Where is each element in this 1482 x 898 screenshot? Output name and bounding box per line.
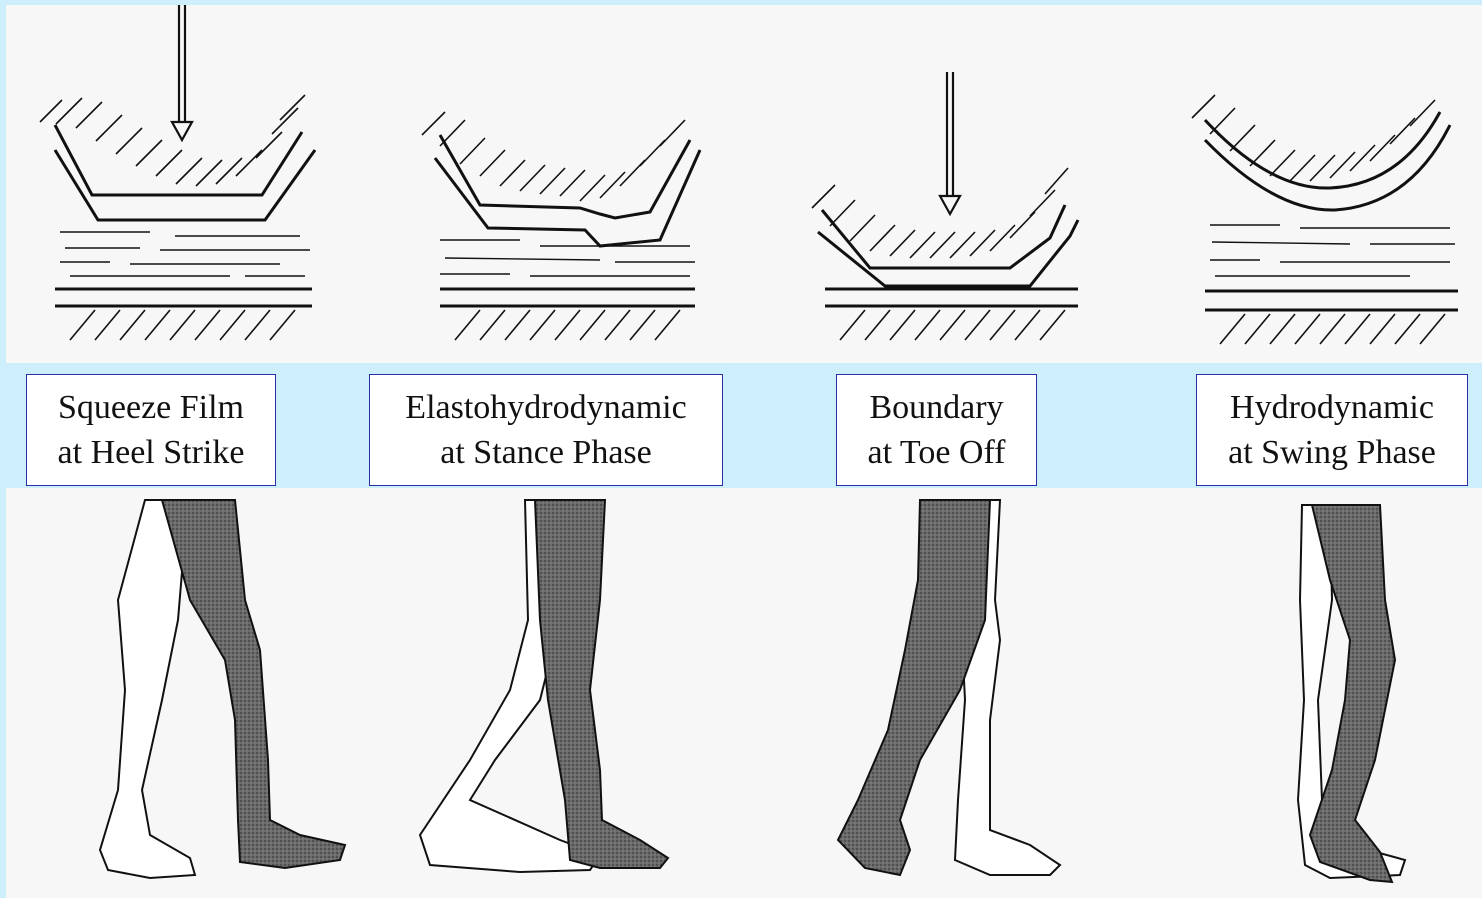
label-line-2: at Swing Phase (1228, 430, 1436, 475)
label-line-1: Squeeze Film (58, 385, 244, 430)
label-line-1: Boundary (869, 385, 1003, 430)
label-line-2: at Toe Off (868, 430, 1006, 475)
label-line-2: at Heel Strike (58, 430, 245, 475)
heel-strike-legs (100, 500, 345, 878)
label-line-1: Elastohydrodynamic (405, 385, 686, 430)
swing-phase-legs (1298, 505, 1405, 882)
boundary-joint-drawing (812, 72, 1078, 340)
squeeze-film-label: Squeeze Film at Heel Strike (26, 374, 276, 486)
stance-phase-legs (420, 500, 668, 872)
hydrodynamic-label: Hydrodynamic at Swing Phase (1196, 374, 1468, 486)
load-arrow (940, 72, 960, 214)
elastohydrodynamic-joint-drawing (422, 112, 700, 340)
hydrodynamic-joint-drawing (1192, 95, 1458, 344)
load-arrow (172, 5, 192, 140)
elastohydrodynamic-label: Elastohydrodynamic at Stance Phase (369, 374, 723, 486)
toe-off-legs (838, 500, 1060, 875)
label-line-1: Hydrodynamic (1230, 385, 1434, 430)
boundary-label: Boundary at Toe Off (836, 374, 1037, 486)
squeeze-film-joint-drawing (40, 5, 315, 340)
front-leg-shaded (162, 500, 345, 868)
label-line-2: at Stance Phase (440, 430, 652, 475)
front-leg-shaded (535, 500, 668, 868)
